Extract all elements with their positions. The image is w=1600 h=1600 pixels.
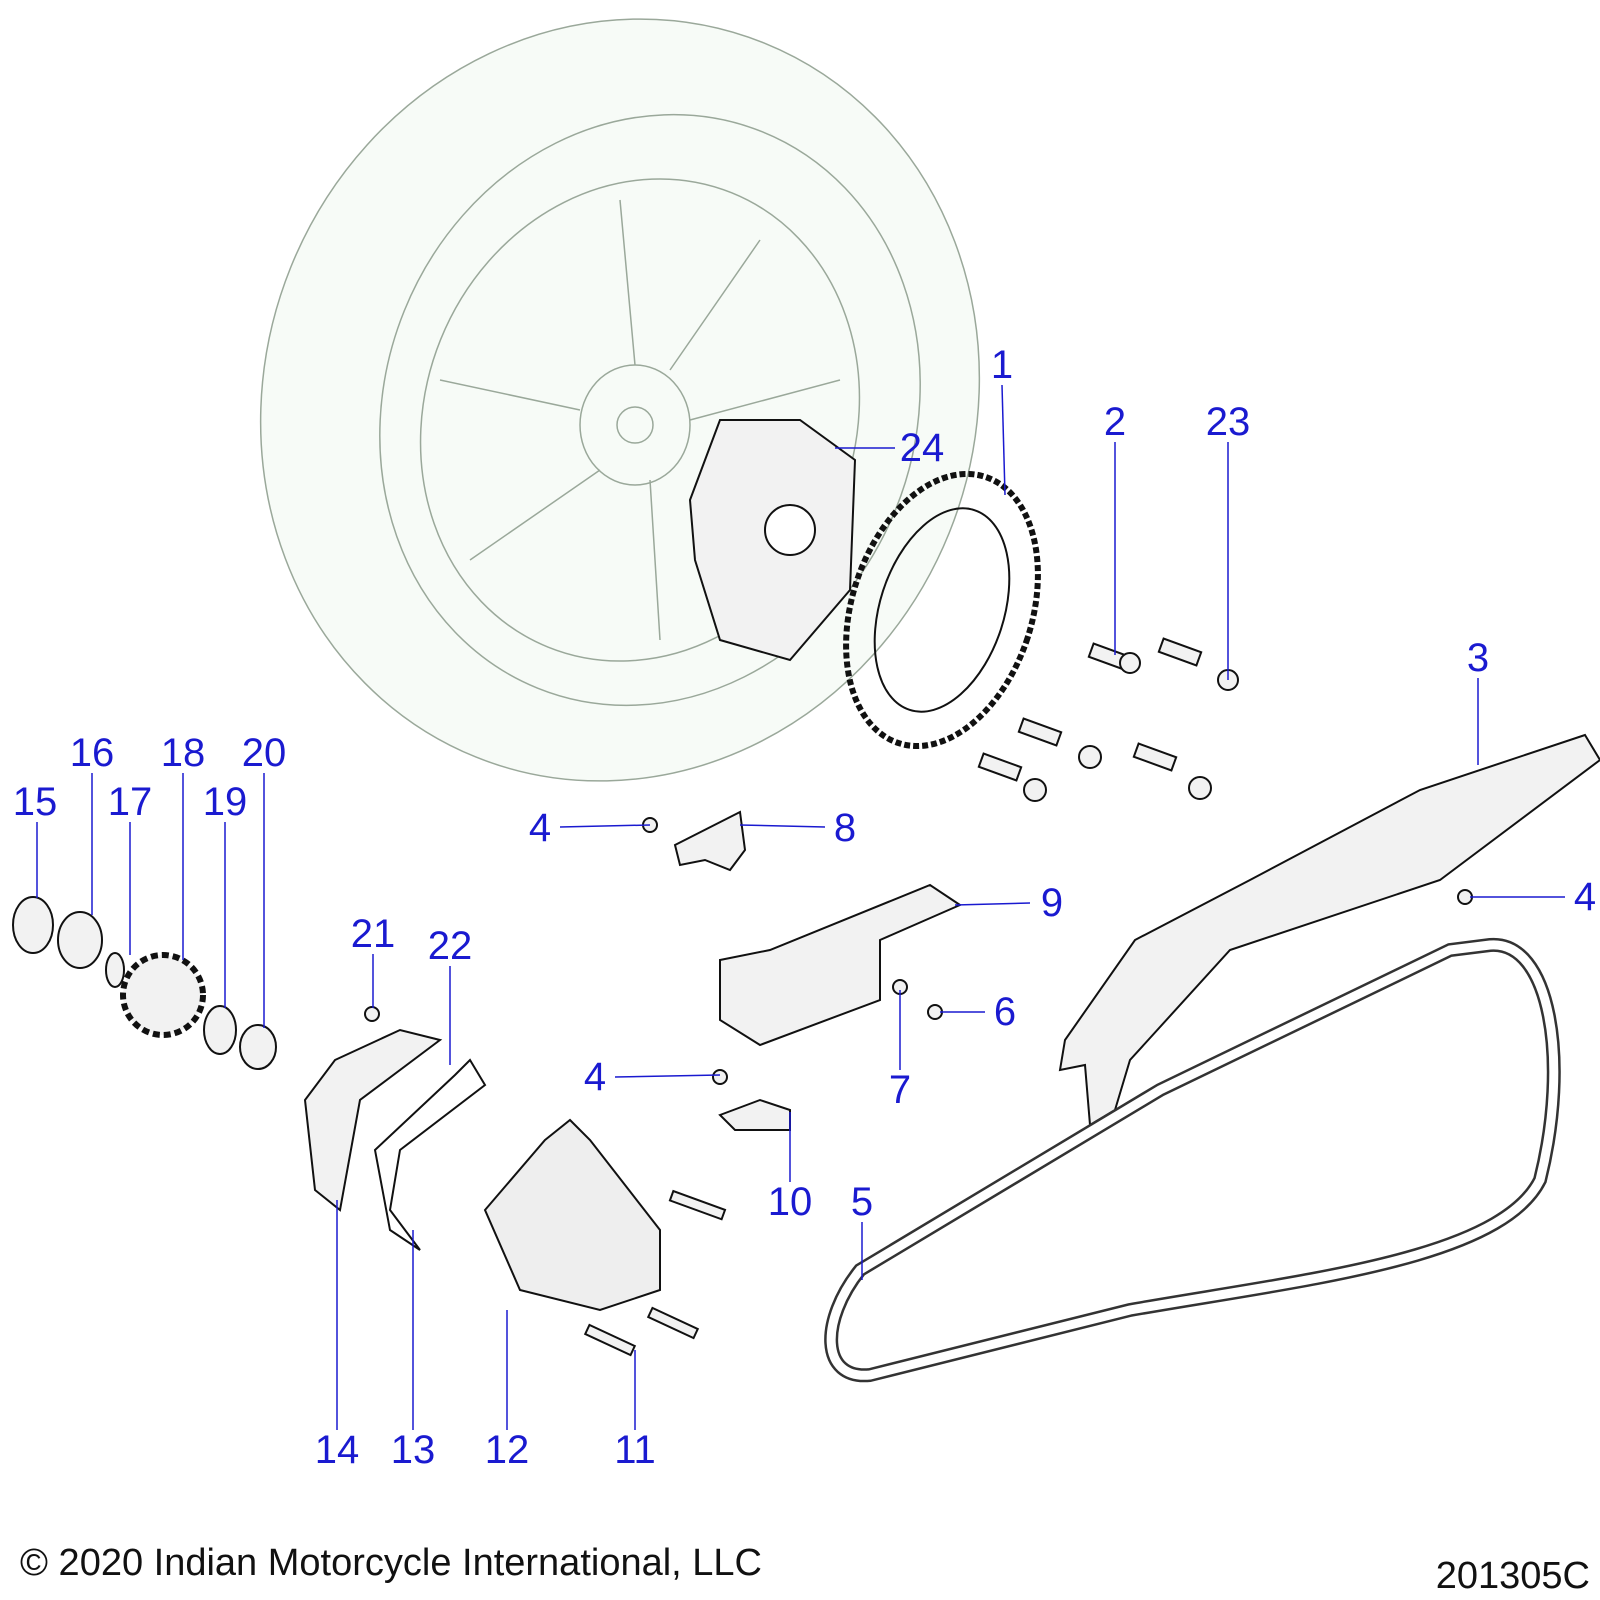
part-24-hub — [688, 419, 857, 662]
callout-20: 20 — [241, 731, 287, 775]
callout-22: 22 — [427, 924, 473, 968]
callout-4: 4 — [583, 1055, 607, 1099]
bolts — [364, 817, 1473, 1357]
leader-lines — [36, 384, 1565, 1430]
part-1-rear-sprocket — [843, 470, 1041, 750]
part-14-cover — [303, 1028, 443, 1212]
callout-23: 23 — [1205, 400, 1251, 444]
callout-4: 4 — [528, 806, 552, 850]
callout-13: 13 — [390, 1428, 436, 1472]
part-13-gasket — [373, 1058, 487, 1251]
callout-2: 2 — [1103, 400, 1127, 444]
rear-wheel — [259, 18, 981, 782]
part-10-bracket — [718, 1098, 791, 1131]
callout-8: 8 — [833, 806, 857, 850]
callout-17: 17 — [107, 780, 153, 824]
part-12-sprocket-cover — [483, 1118, 661, 1312]
callout-11: 11 — [614, 1428, 656, 1472]
callout-10: 10 — [767, 1180, 813, 1224]
callout-9: 9 — [1040, 881, 1064, 925]
callout-24: 24 — [899, 426, 945, 470]
figure-id: 201305C — [1435, 1555, 1590, 1597]
callout-19: 19 — [202, 780, 248, 824]
callout-3: 3 — [1466, 636, 1490, 680]
callout-15: 15 — [12, 780, 58, 824]
callout-4: 4 — [1573, 875, 1597, 919]
part-9-guard — [719, 883, 963, 1047]
studs-and-nuts — [977, 637, 1239, 802]
callout-5: 5 — [850, 1180, 874, 1224]
callout-7: 7 — [888, 1068, 912, 1112]
part-8-bracket — [673, 810, 747, 872]
copyright-text: © 2020 Indian Motorcycle International, … — [20, 1542, 762, 1584]
callout-1: 1 — [990, 343, 1014, 387]
callout-14: 14 — [314, 1428, 360, 1472]
part-3-belt-guard — [1058, 733, 1600, 1127]
callout-21: 21 — [350, 912, 396, 956]
front-sprocket-stack — [12, 896, 277, 1070]
callout-16: 16 — [69, 731, 115, 775]
callout-18: 18 — [160, 731, 206, 775]
callout-6: 6 — [993, 990, 1017, 1034]
callout-12: 12 — [484, 1428, 530, 1472]
